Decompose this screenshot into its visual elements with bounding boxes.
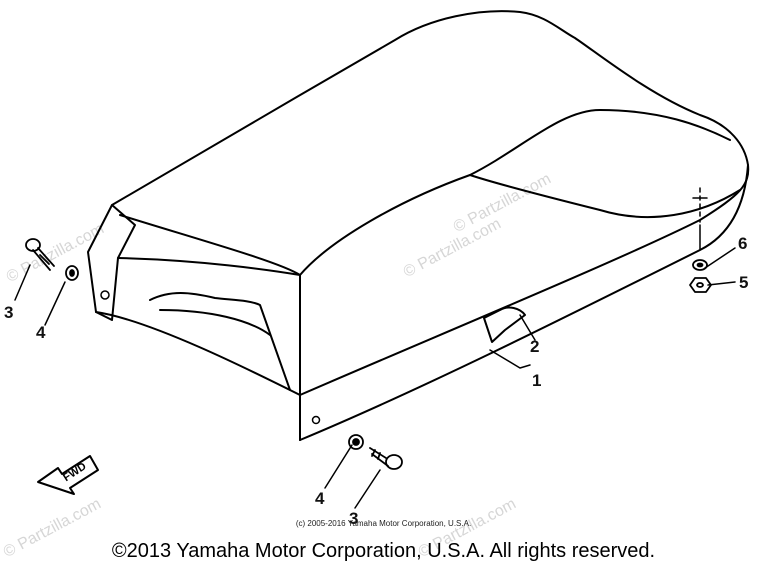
washer-left (65, 265, 79, 281)
callout-3-bottom: 3 (349, 509, 359, 528)
seat-bracket (483, 306, 526, 343)
nut (689, 277, 712, 293)
fwd-label: FWD (61, 460, 89, 484)
callout-6: 6 (738, 234, 748, 253)
callout-5: 5 (739, 273, 749, 292)
washer-bottom (348, 434, 364, 450)
callout-2: 2 (530, 337, 540, 356)
callout-3: 3 (4, 303, 14, 322)
bolt-left (25, 238, 55, 271)
copyright-notice: ©2013 Yamaha Motor Corporation, U.S.A. A… (111, 540, 656, 562)
bolt-bottom (369, 447, 403, 470)
mount-hole (100, 290, 110, 300)
seat-front-panel (87, 204, 136, 321)
fwd-arrow-icon (37, 455, 99, 495)
mount-hole (311, 415, 321, 425)
washer-right (692, 259, 708, 271)
callout-4-bottom: 4 (315, 489, 325, 508)
callout-4: 4 (36, 323, 46, 342)
seat-outline (111, 10, 750, 396)
callout-1: 1 (532, 371, 542, 390)
fine-print: (c) 2005-2016 Yamaha Motor Corporation, … (295, 519, 472, 528)
seat-pocket (149, 292, 291, 391)
seat-ridge (119, 109, 731, 276)
